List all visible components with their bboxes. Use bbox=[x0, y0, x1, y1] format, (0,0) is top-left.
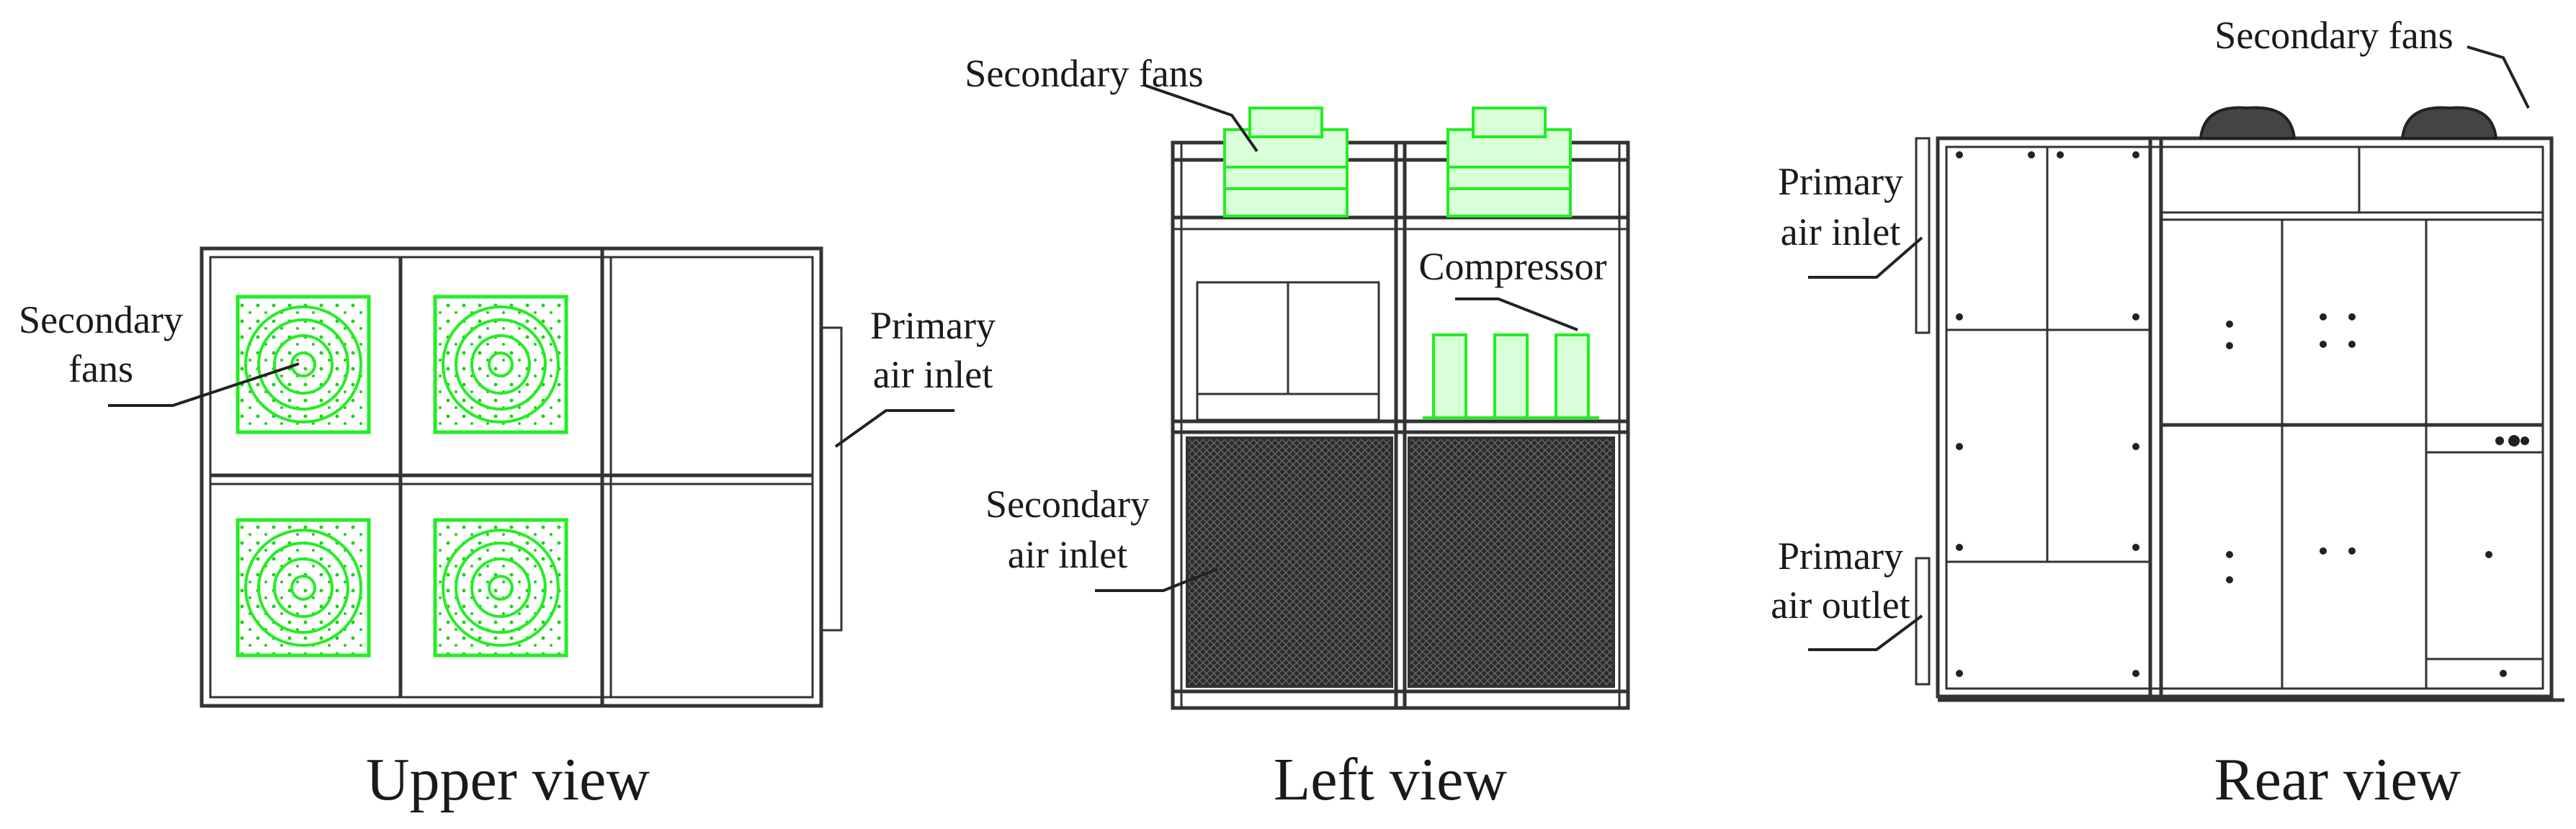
upper-fans-label-2: fans bbox=[68, 347, 133, 390]
upper-inlet-label-2: air inlet bbox=[873, 353, 993, 396]
upper-fans-label-1: Secondary bbox=[19, 298, 183, 341]
upper-fan-3 bbox=[236, 518, 371, 658]
left-inlet-label-1: Secondary bbox=[985, 483, 1150, 526]
compressors bbox=[1423, 333, 1599, 419]
rear-fans-label: Secondary fans bbox=[2214, 14, 2453, 57]
rear-view: Secondary fans Primary air inlet Primary… bbox=[1771, 14, 2564, 813]
compressor-label: Compressor bbox=[1419, 245, 1607, 288]
upper-fan-1 bbox=[236, 295, 371, 434]
left-fans-label: Secondary fans bbox=[965, 52, 1203, 95]
left-view-title: Left view bbox=[1274, 746, 1508, 813]
rear-view-title: Rear view bbox=[2214, 746, 2461, 813]
upper-inlet-label-1: Primary bbox=[870, 304, 996, 347]
rear-outlet-label-2: air outlet bbox=[1771, 583, 1910, 627]
rear-inlet-label-1: Primary bbox=[1778, 160, 1903, 203]
left-view: Secondary fans Compressor Secondary air … bbox=[965, 52, 1630, 813]
left-fan-2 bbox=[1446, 107, 1572, 218]
rear-inlet-label-2: air inlet bbox=[1781, 210, 1900, 254]
left-fan-1 bbox=[1223, 107, 1349, 218]
upper-fan-4 bbox=[433, 518, 568, 658]
upper-fan-2 bbox=[433, 295, 568, 434]
rear-outlet-label-1: Primary bbox=[1778, 534, 1903, 578]
left-inlet-label-2: air inlet bbox=[1008, 533, 1127, 576]
upper-view-title: Upper view bbox=[366, 746, 650, 813]
upper-view: Secondary fans Primary air inlet Upper v… bbox=[19, 246, 996, 813]
